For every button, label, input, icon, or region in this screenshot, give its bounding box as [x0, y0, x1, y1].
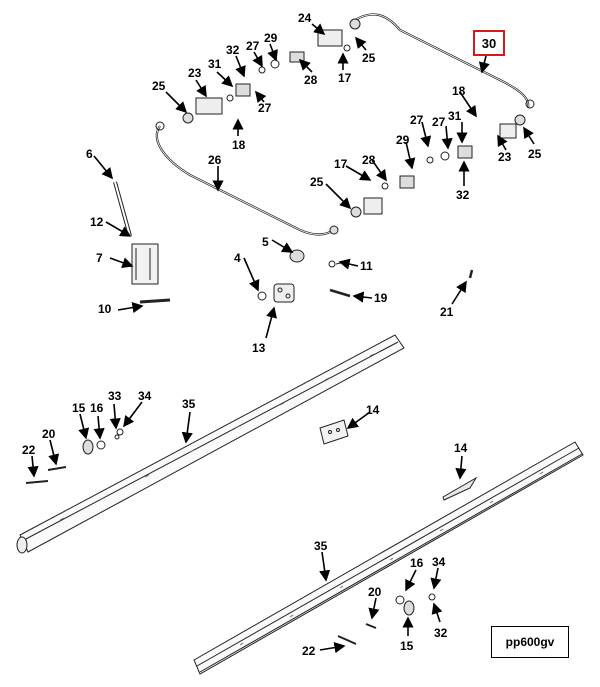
callout-32: 32 — [226, 43, 240, 57]
callout-34: 34 — [432, 555, 446, 569]
callout-27: 27 — [258, 101, 272, 115]
part-33 — [114, 434, 120, 440]
part-11 — [328, 260, 336, 268]
bar-35-upper — [16, 334, 405, 554]
bracket-23a — [195, 97, 223, 115]
callout-12: 12 — [90, 215, 104, 229]
callout-25: 25 — [152, 79, 166, 93]
callout-28: 28 — [304, 73, 318, 87]
highlighted-callout-box[interactable] — [473, 30, 505, 56]
callout-14: 14 — [366, 403, 380, 417]
callout-16: 16 — [410, 556, 424, 570]
callout-20: 20 — [42, 427, 56, 441]
callout-5: 5 — [262, 235, 269, 249]
callout-29: 29 — [264, 31, 278, 45]
callout-21: 21 — [440, 305, 454, 319]
callout-17: 17 — [334, 157, 348, 171]
pin-10 — [139, 298, 171, 304]
part-21 — [468, 269, 474, 279]
part-34b — [428, 593, 436, 601]
callout-14: 14 — [454, 441, 468, 455]
callout-25: 25 — [362, 51, 376, 65]
part-34a — [116, 428, 124, 436]
callout-27: 27 — [410, 113, 424, 127]
callout-20: 20 — [368, 585, 382, 599]
callout-15: 15 — [400, 639, 414, 653]
callout-7: 7 — [96, 251, 103, 265]
part-5 — [289, 249, 305, 263]
callout-28: 28 — [362, 153, 376, 167]
callout-33: 33 — [108, 389, 122, 403]
callout-25: 25 — [310, 175, 324, 189]
part-16a — [96, 440, 106, 450]
callout-labels: 24 25 29 27 32 31 23 25 28 17 27 18 6 26… — [22, 11, 542, 658]
bar-35-lower — [193, 441, 584, 675]
leader-lines — [27, 23, 535, 654]
parts-drawing — [16, 13, 584, 675]
callout-11: 11 — [360, 259, 373, 273]
plate-14b — [442, 476, 478, 501]
callout-35: 35 — [314, 539, 328, 553]
callout-32: 32 — [456, 188, 470, 202]
document-id-label: pp600gv — [491, 626, 569, 658]
part-19 — [329, 288, 351, 298]
highlighted-callout-number: 30 — [481, 35, 497, 51]
callout-31: 31 — [208, 57, 222, 71]
callout-25: 25 — [528, 147, 542, 161]
callout-22: 22 — [22, 443, 36, 457]
part-15a — [82, 439, 94, 455]
callout-17: 17 — [338, 71, 352, 85]
part-22a — [25, 480, 49, 484]
callout-13: 13 — [252, 341, 266, 355]
callout-18: 18 — [452, 84, 466, 98]
callout-35: 35 — [182, 397, 196, 411]
callout-26: 26 — [208, 153, 222, 167]
callout-27: 27 — [246, 39, 260, 53]
part-15b — [403, 600, 415, 616]
callout-24: 24 — [298, 11, 312, 25]
callout-10: 10 — [98, 302, 112, 316]
callout-34: 34 — [138, 389, 152, 403]
callout-23: 23 — [188, 66, 202, 80]
callout-32: 32 — [434, 626, 448, 640]
callout-19: 19 — [374, 291, 388, 305]
callout-4: 4 — [234, 251, 241, 265]
callout-22: 22 — [302, 644, 316, 658]
callout-29: 29 — [396, 133, 410, 147]
part-16b — [395, 595, 405, 605]
part-22b — [337, 635, 357, 645]
callout-6: 6 — [86, 147, 93, 161]
part-20b — [365, 623, 377, 629]
callout-15: 15 — [72, 401, 86, 415]
callout-23: 23 — [498, 150, 512, 164]
hose-30 — [351, 13, 530, 109]
plate-14a — [319, 419, 349, 445]
callout-27: 27 — [432, 115, 446, 129]
callout-16: 16 — [90, 401, 104, 415]
part-4 — [257, 291, 267, 301]
callout-18: 18 — [232, 138, 246, 152]
part-13 — [273, 283, 295, 303]
callout-31: 31 — [448, 109, 462, 123]
part-20a — [47, 466, 67, 471]
